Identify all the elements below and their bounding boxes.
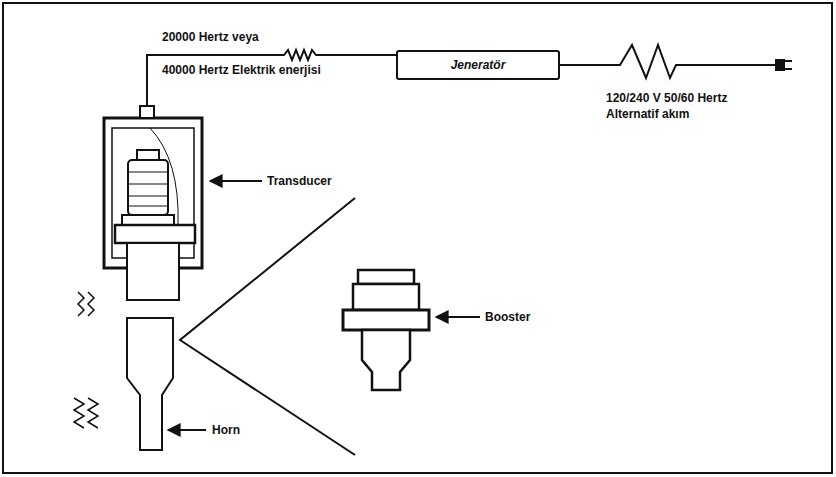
generator-box: Jeneratör — [396, 50, 560, 80]
frequency-label: 20000 Hertz veya — [162, 30, 259, 44]
current-label: Alternatif akım — [606, 107, 689, 121]
booster-enlarged — [343, 270, 429, 390]
part-name: Horn — [212, 423, 240, 437]
part-name: Transducer — [267, 174, 332, 188]
magnification-lines — [180, 198, 355, 455]
part-name: Booster — [485, 310, 530, 324]
supply-label: 120/240 V 50/60 Hertz — [606, 91, 727, 105]
vibration-symbol — [74, 292, 98, 428]
booster-small — [115, 225, 195, 300]
piezo-stack — [122, 150, 174, 225]
plug-symbol — [775, 59, 792, 71]
horn-small — [127, 318, 173, 450]
box-label: Jeneratör — [451, 58, 506, 72]
energy-label: 40000 Hertz Elektrik enerjisi — [162, 63, 321, 77]
leader-arrow — [168, 181, 480, 430]
frame — [3, 3, 832, 473]
signal-wire — [147, 45, 775, 108]
